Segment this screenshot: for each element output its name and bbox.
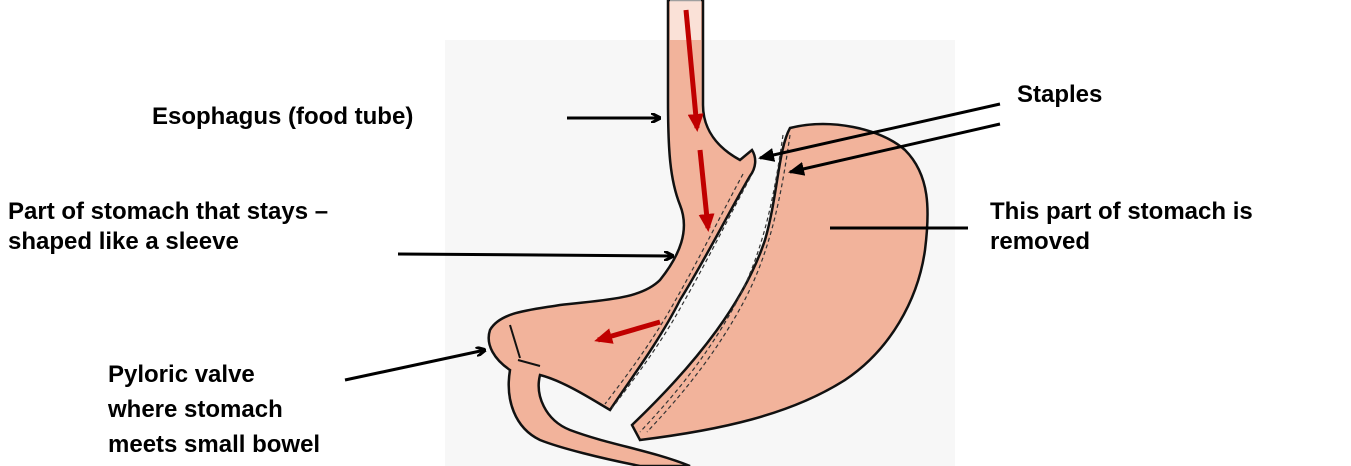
label-pyloric-line-1: Pyloric valve	[108, 357, 320, 392]
label-pyloric-line-3: meets small bowel	[108, 427, 320, 462]
label-sleeve-line-2: shaped like a sleeve	[8, 227, 328, 257]
sleeve-pointer	[398, 254, 673, 256]
label-esophagus: Esophagus (food tube)	[152, 102, 413, 132]
label-sleeve: Part of stomach that stays – shaped like…	[8, 197, 328, 257]
label-sleeve-line-1: Part of stomach that stays –	[8, 197, 328, 227]
label-removed-line-1: This part of stomach is	[990, 197, 1253, 227]
label-pyloric-line-2: where stomach	[108, 392, 320, 427]
label-removed-line-2: removed	[990, 227, 1253, 257]
label-removed: This part of stomach is removed	[990, 197, 1253, 257]
label-pyloric: Pyloric valve where stomach meets small …	[108, 357, 320, 462]
label-staples: Staples	[1017, 80, 1102, 110]
